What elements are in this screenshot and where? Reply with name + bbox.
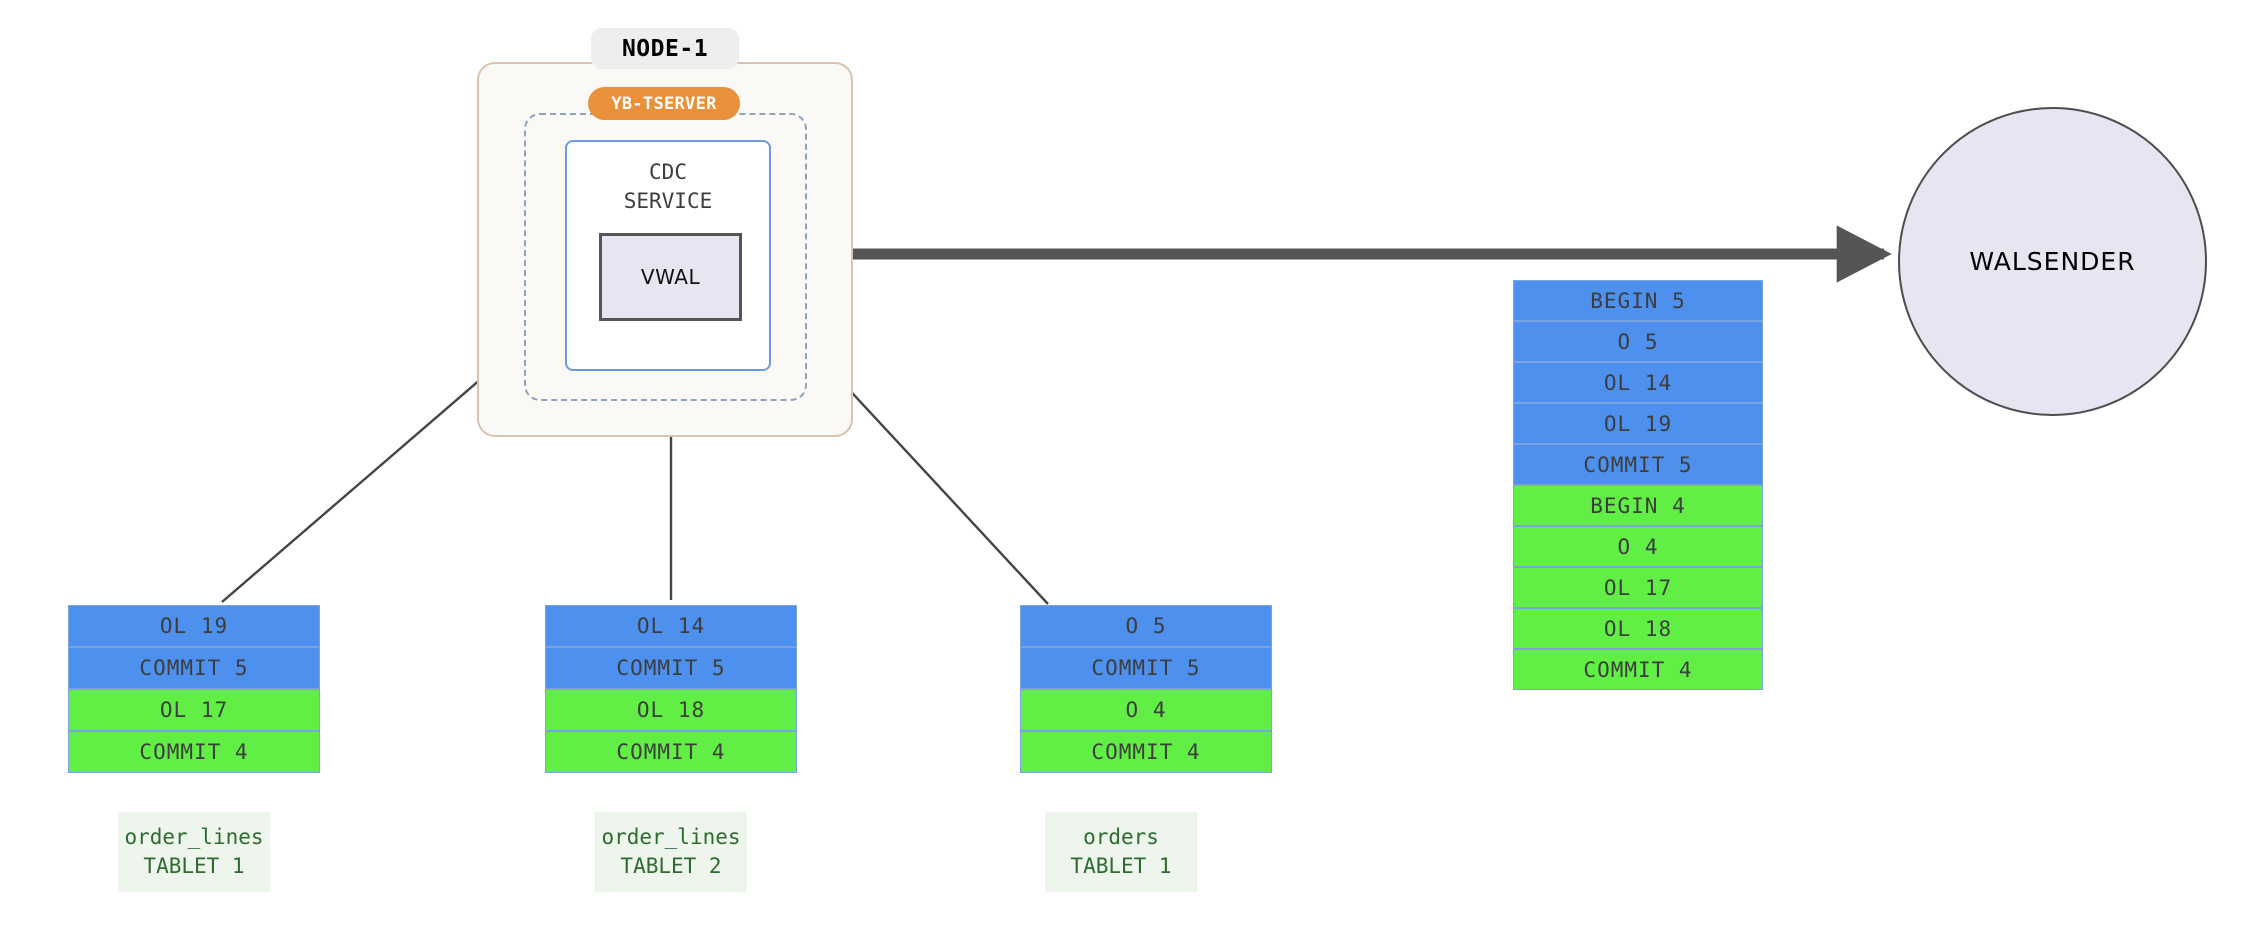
- tablet-record-row: COMMIT 4: [1020, 731, 1272, 773]
- tablet-record-row: OL 18: [545, 689, 797, 731]
- tablet-index-name: TABLET 1: [1070, 854, 1172, 878]
- vwal-box: VWAL: [599, 233, 742, 321]
- assembled-record-row: COMMIT 5: [1513, 444, 1763, 485]
- tablet-record-row: OL 19: [68, 605, 320, 647]
- walsender-label: WALSENDER: [1969, 247, 2136, 276]
- tablet-index-name: TABLET 2: [620, 854, 722, 878]
- assembled-record-row: OL 19: [1513, 403, 1763, 444]
- assembled-record-row: OL 17: [1513, 567, 1763, 608]
- walsender-node: WALSENDER: [1898, 107, 2207, 416]
- tablet-table-name: order_lines: [124, 825, 264, 849]
- assembled-record-row: COMMIT 4: [1513, 649, 1763, 690]
- assembled-record-row: OL 14: [1513, 362, 1763, 403]
- tablet-label-order_lines-2: order_lines TABLET 2: [595, 812, 747, 892]
- tablet-index-name: TABLET 1: [143, 854, 245, 878]
- tablet-table-name: order_lines: [601, 825, 741, 849]
- tablet-record-row: COMMIT 4: [545, 731, 797, 773]
- assembled-record-row: BEGIN 5: [1513, 280, 1763, 321]
- cdc-service-label: CDC SERVICE: [623, 160, 713, 213]
- node-badge: NODE-1: [591, 28, 739, 69]
- tablet-record-row: COMMIT 4: [68, 731, 320, 773]
- tablet-record-row: OL 14: [545, 605, 797, 647]
- tablet-record-row: COMMIT 5: [545, 647, 797, 689]
- tablet-table-name: orders: [1083, 825, 1159, 849]
- yb-tserver-badge: YB-TSERVER: [588, 87, 740, 120]
- tablet-label-order_lines-1: order_lines TABLET 1: [118, 812, 270, 892]
- tablet-record-row: COMMIT 5: [68, 647, 320, 689]
- tablet-record-row: O 4: [1020, 689, 1272, 731]
- tablet-record-row: O 5: [1020, 605, 1272, 647]
- assembled-record-row: BEGIN 4: [1513, 485, 1763, 526]
- vwal-label: VWAL: [640, 265, 701, 289]
- assembled-record-row: O 5: [1513, 321, 1763, 362]
- tablet-record-row: COMMIT 5: [1020, 647, 1272, 689]
- assembled-record-row: OL 18: [1513, 608, 1763, 649]
- tablet-record-row: OL 17: [68, 689, 320, 731]
- assembled-record-row: O 4: [1513, 526, 1763, 567]
- tablet-label-orders-1: orders TABLET 1: [1045, 812, 1197, 892]
